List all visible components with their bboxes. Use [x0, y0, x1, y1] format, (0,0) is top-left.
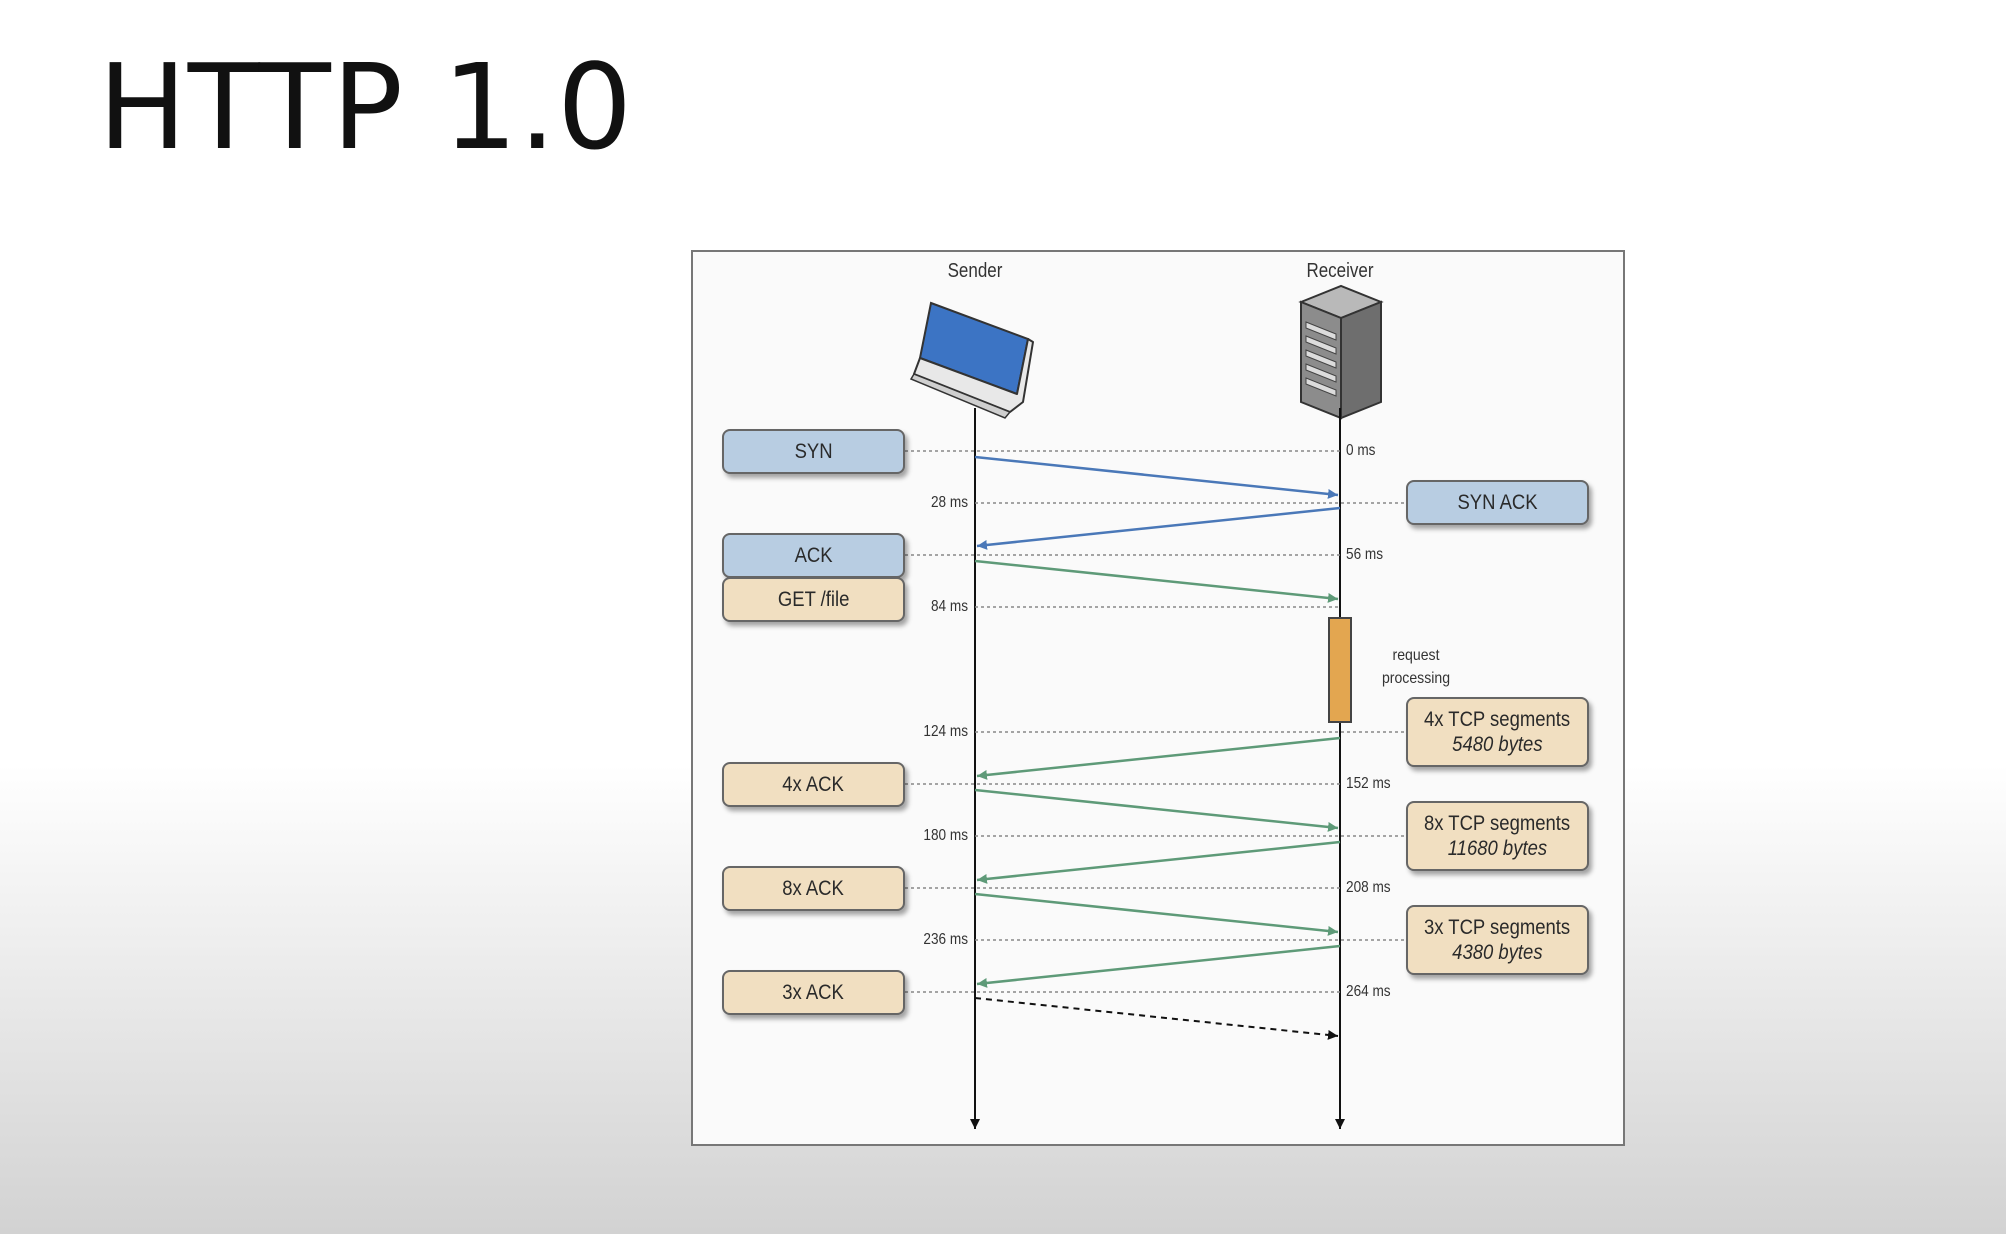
time-label-208ms: 208 ms: [1346, 879, 1391, 896]
ack-8-arrow: [974, 892, 1339, 936]
time-label-264ms: 264 ms: [1346, 983, 1391, 1000]
time-guides: [905, 450, 1411, 993]
get-file-box: GET /file: [722, 577, 905, 622]
time-label-152ms: 152 ms: [1346, 775, 1391, 792]
segments-3-arrow: [976, 944, 1341, 988]
receiver-label: Receiver: [1306, 260, 1374, 282]
segments-8-arrow: [976, 840, 1341, 884]
ack-4x-box: 4x ACK: [722, 762, 905, 807]
processing-bar: [1328, 617, 1352, 723]
get-file-box-label: GET /file: [777, 587, 850, 611]
syn-ack-box: SYN ACK: [1406, 480, 1589, 525]
time-label-236ms: 236 ms: [923, 931, 968, 948]
ack-8x-box: 8x ACK: [722, 866, 905, 911]
sequence-diagram: Sender Receiver SYN ACK GET /file 4x ACK…: [691, 250, 1625, 1146]
time-label-56ms: 56 ms: [1346, 546, 1384, 563]
request-processing-line2: processing: [1381, 670, 1451, 688]
ack-3x-box-label: 3x ACK: [782, 980, 845, 1004]
tcp-segments-3-label: 3x TCP segments: [1424, 915, 1571, 939]
time-label-124ms: 124 ms: [923, 723, 968, 740]
segments-4-arrow: [976, 736, 1341, 780]
syn-ack-box-label: SYN ACK: [1457, 490, 1538, 514]
ack-box: ACK: [722, 533, 905, 578]
tcp-segments-8-box: 8x TCP segments 11680 bytes: [1406, 801, 1589, 871]
diagram-canvas: [905, 284, 1411, 1129]
slide-title: HTTP 1.0: [98, 38, 634, 176]
sender-label: Sender: [947, 260, 1003, 282]
syn-box: SYN: [722, 429, 905, 474]
syn-arrow: [974, 455, 1339, 499]
time-label-84ms: 84 ms: [930, 598, 968, 615]
time-label-180ms: 180 ms: [923, 827, 968, 844]
ack-8x-box-label: 8x ACK: [782, 876, 845, 900]
server-icon: [1298, 284, 1384, 420]
tcp-segments-4-bytes: 5480 bytes: [1452, 733, 1543, 756]
ack-3x-box: 3x ACK: [722, 970, 905, 1015]
tcp-segments-3-box: 3x TCP segments 4380 bytes: [1406, 905, 1589, 975]
ack-3-arrow: [974, 997, 1339, 1040]
syn-box-label: SYN: [794, 439, 833, 463]
tcp-segments-3-bytes: 4380 bytes: [1452, 941, 1543, 964]
laptop-icon: [909, 301, 1034, 419]
ack-4x-box-label: 4x ACK: [782, 772, 845, 796]
time-label-28ms: 28 ms: [930, 494, 968, 511]
time-label-0ms: 0 ms: [1346, 442, 1376, 459]
tcp-segments-4-label: 4x TCP segments: [1424, 707, 1571, 731]
ack-4-arrow: [974, 788, 1339, 832]
syn-ack-arrow: [976, 506, 1341, 550]
request-processing-label: request processing: [1368, 644, 1465, 690]
ack-get-arrow: [974, 559, 1339, 603]
tcp-segments-8-label: 8x TCP segments: [1424, 811, 1571, 835]
tcp-segments-4-box: 4x TCP segments 5480 bytes: [1406, 697, 1589, 767]
request-processing-line1: request: [1392, 647, 1440, 664]
tcp-segments-8-bytes: 11680 bytes: [1447, 837, 1548, 860]
ack-box-label: ACK: [794, 543, 833, 567]
